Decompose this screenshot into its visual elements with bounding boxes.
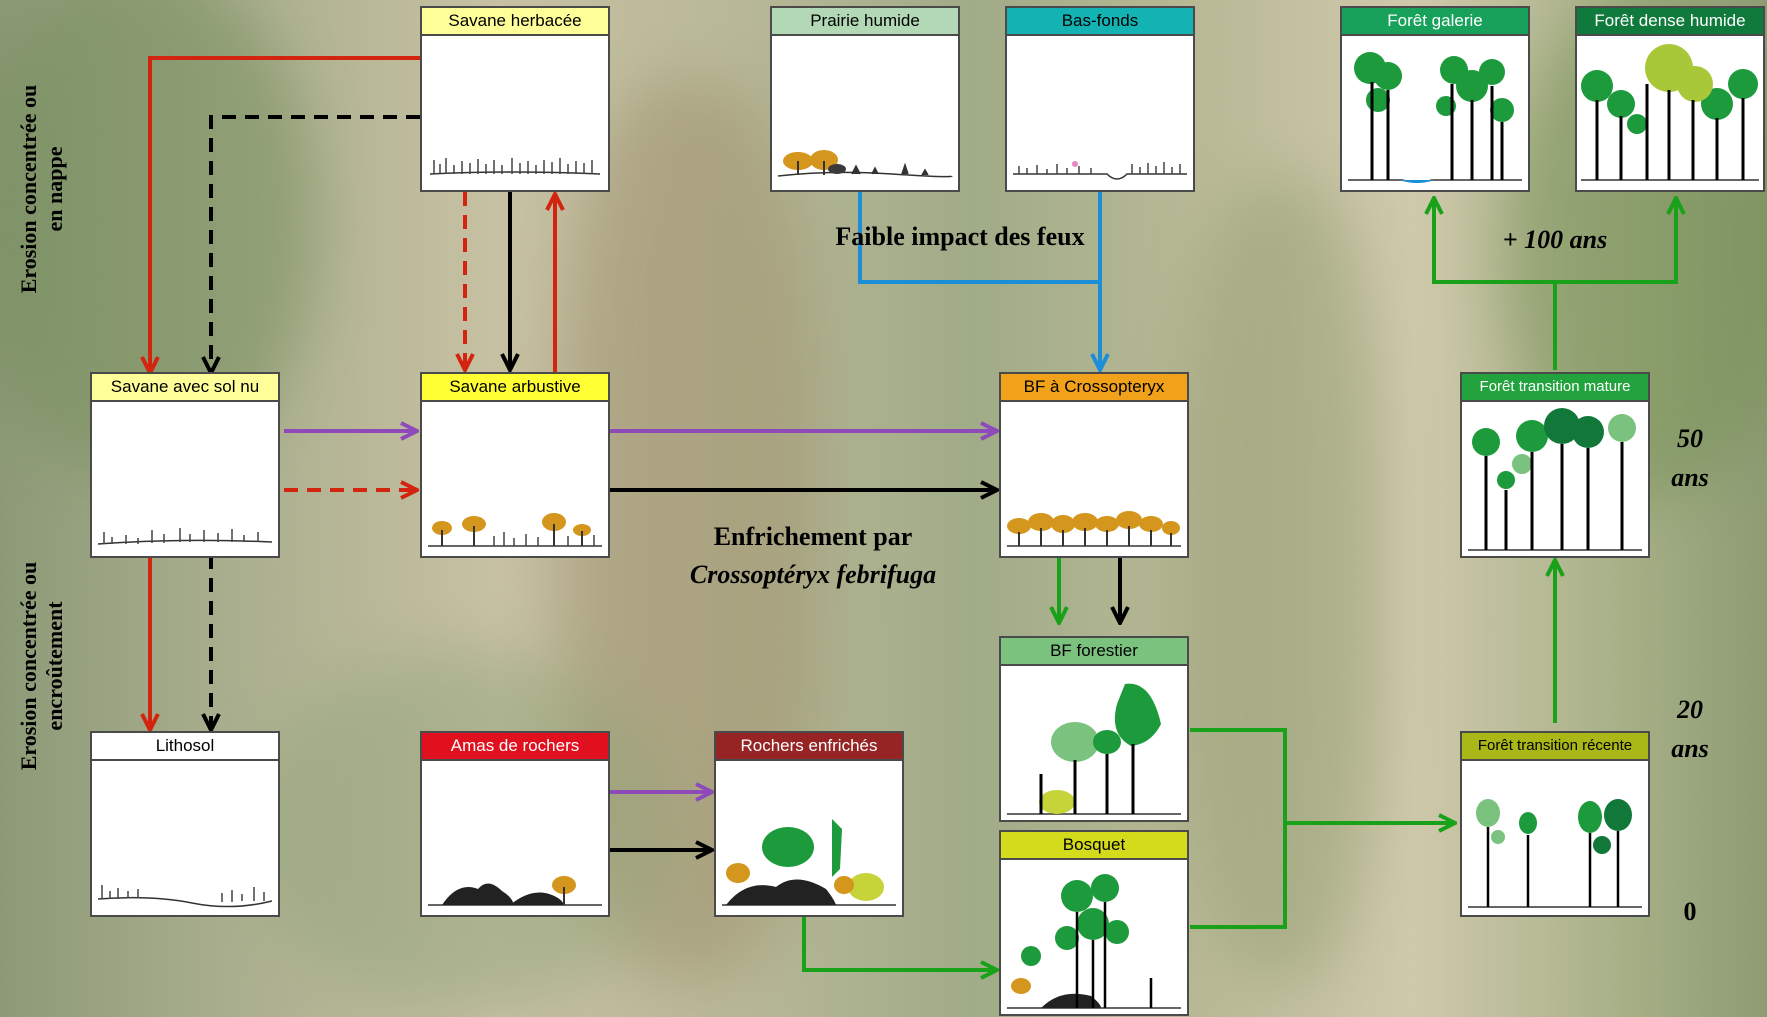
arrow-herbacee-to-solnu-dashed xyxy=(211,115,420,373)
node-bosquet: Bosquet xyxy=(999,830,1189,1016)
grass-illustration xyxy=(429,158,601,175)
wet-prairie-illustration xyxy=(777,150,953,178)
node-rochers-enfriches: Rochers enfrichés xyxy=(714,731,904,917)
node-header: Savane herbacée xyxy=(422,8,608,36)
node-bf-forestier: BF forestier xyxy=(999,636,1189,822)
node-header: Forêt galerie xyxy=(1342,8,1528,36)
arrow-rochers-to-bosquet-green xyxy=(802,914,997,970)
label-time-20-ans: ans xyxy=(1671,734,1709,763)
label-erosion-encroutement-line1: Erosion concentrée ou xyxy=(16,561,41,771)
node-header: Lithosol xyxy=(92,733,278,761)
forest-bf-illustration xyxy=(1007,683,1181,815)
node-header: Bas-fonds xyxy=(1007,8,1193,36)
node-bf-crossopteryx: BF à Crossopteryx xyxy=(999,372,1189,558)
node-lithosol: Lithosol xyxy=(90,731,280,917)
label-erosion-nappe-line1: Erosion concentrée ou xyxy=(16,84,41,294)
node-header: Bosquet xyxy=(1001,832,1187,860)
label-time-50: 50 xyxy=(1677,424,1703,453)
node-foret-dense-humide: Forêt dense humide xyxy=(1575,6,1765,192)
node-header: Savane arbustive xyxy=(422,374,608,402)
rocks-illustration xyxy=(428,876,602,906)
lithosol-illustration xyxy=(97,885,273,908)
label-time-50-ans: ans xyxy=(1671,463,1709,492)
arrow-prairie-to-bf-blue xyxy=(858,191,1100,284)
node-header: Forêt dense humide xyxy=(1577,8,1763,36)
node-header: Forêt transition récente xyxy=(1462,733,1648,761)
mature-transition-illustration xyxy=(1468,408,1642,551)
node-header: Rochers enfrichés xyxy=(716,733,902,761)
label-plus-100-ans: + 100 ans xyxy=(1502,225,1608,254)
node-header: Forêt transition mature xyxy=(1462,374,1648,402)
node-header: BF forestier xyxy=(1001,638,1187,666)
bare-soil-illustration xyxy=(97,528,273,545)
arrow-forestier-merge-green xyxy=(1190,728,1287,929)
node-header: Prairie humide xyxy=(772,8,958,36)
background-trunk xyxy=(1180,180,1380,980)
node-savane-herbacee: Savane herbacée xyxy=(420,6,610,192)
label-crossopteryx-species: Crossoptéryx febrifuga xyxy=(689,560,937,589)
lowland-illustration xyxy=(1013,161,1187,180)
node-bas-fonds: Bas-fonds xyxy=(1005,6,1195,192)
node-foret-transition-recente: Forêt transition récente xyxy=(1460,731,1650,917)
grove-illustration xyxy=(1007,874,1181,1009)
dense-forest-illustration xyxy=(1581,44,1759,181)
recent-transition-illustration xyxy=(1468,799,1642,908)
node-foret-transition-mature: Forêt transition mature xyxy=(1460,372,1650,558)
gallery-forest-illustration xyxy=(1348,52,1522,183)
node-header: Savane avec sol nu xyxy=(92,374,278,402)
label-time-20: 20 xyxy=(1677,695,1703,724)
label-erosion-nappe-line2: en nappe xyxy=(42,146,67,232)
node-amas-rochers: Amas de rochers xyxy=(420,731,610,917)
shrub-savanna-illustration xyxy=(428,513,602,547)
crossopteryx-illustration xyxy=(1007,511,1181,547)
arrow-herbacee-to-solnu-red xyxy=(150,56,420,373)
label-erosion-nappe: Erosion concentrée ou en nappe xyxy=(16,79,68,299)
label-enfrichement: Enfrichement par xyxy=(713,522,913,551)
label-erosion-encroutement-line2: encroûtement xyxy=(42,601,67,731)
node-savane-arbustive: Savane arbustive xyxy=(420,372,610,558)
label-faible-impact-feux: Faible impact des feux xyxy=(835,222,1085,251)
overgrown-rocks-illustration xyxy=(722,819,896,906)
node-header: Amas de rochers xyxy=(422,733,608,761)
node-prairie-humide: Prairie humide xyxy=(770,6,960,192)
node-savane-sol-nu: Savane avec sol nu xyxy=(90,372,280,558)
label-erosion-encroutement: Erosion concentrée ou encroûtement xyxy=(16,556,68,776)
node-header: BF à Crossopteryx xyxy=(1001,374,1187,402)
label-time-0: 0 xyxy=(1683,897,1697,926)
arrow-mature-to-dense-green xyxy=(1434,198,1676,284)
node-foret-galerie: Forêt galerie xyxy=(1340,6,1530,192)
